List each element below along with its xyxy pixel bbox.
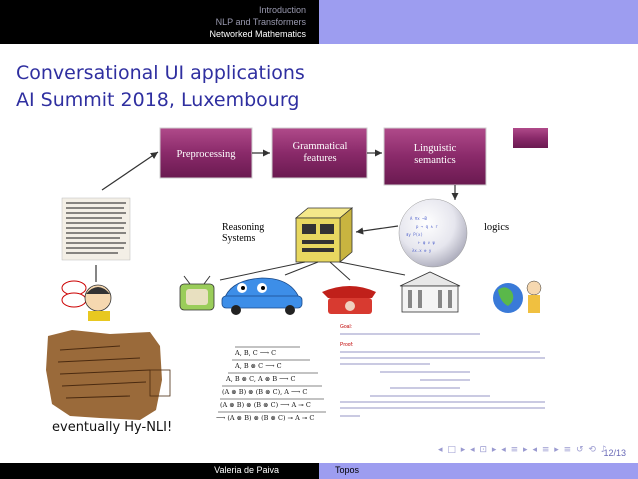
logics-sphere-icon: A ∀x ¬B p → q ∧ r ∃y P(x) ⊢ φ ∨ ψ λx.x ⊗ y	[398, 198, 468, 268]
footer-left-panel: Valeria de Paiva	[0, 463, 319, 479]
tv-icon	[179, 275, 215, 311]
svg-text:λx.x ⊗ y: λx.x ⊗ y	[412, 248, 432, 253]
footer-author: Valeria de Paiva	[214, 465, 279, 475]
logics-label: logics	[484, 222, 509, 233]
box-grammatical-features: Grammatical features	[271, 127, 368, 179]
svg-text:A ∀x ¬B: A ∀x ¬B	[410, 216, 427, 221]
svg-text:⟶ (A ⊗ B) ⊗ (B ⊗ C) ⊸ A ⊸ C: ⟶ (A ⊗ B) ⊗ (B ⊗ C) ⊸ A ⊸ C	[216, 414, 314, 422]
beamer-navigation-symbols[interactable]: ◂ □ ▸ ◂ ⊡ ▸ ◂ ≡ ▸ ◂ ≡ ▸ ≡ ↺ ⟲ ♪	[438, 445, 608, 455]
box-preprocessing-label: Preprocessing	[177, 149, 237, 160]
box-grammatical-label-1: Grammatical	[293, 141, 348, 152]
svg-text:p → q ∧ r: p → q ∧ r	[416, 224, 438, 229]
svg-text:⊢ φ ∨ ψ: ⊢ φ ∨ ψ	[418, 240, 435, 245]
nav-section-introduction[interactable]: Introduction	[258, 5, 306, 15]
svg-text:Proof:: Proof:	[340, 342, 353, 348]
arrow-document-to-preprocessing	[101, 151, 159, 191]
bank-building-icon	[399, 271, 461, 313]
reasoning-label-1: Reasoning	[222, 222, 264, 233]
decorative-box	[513, 128, 548, 148]
box-linguistic-label-1: Linguistic	[414, 143, 457, 154]
caption-hy-nli: eventually Hy-NLI!	[50, 420, 175, 435]
computer-cube-icon	[294, 207, 354, 263]
arrow-logics-to-reasoning	[355, 225, 399, 235]
box-linguistic-label-2: semantics	[414, 155, 455, 166]
reasoning-label-2: Systems	[222, 233, 255, 244]
footer-bar: Valeria de Paiva Topos	[0, 463, 638, 479]
box-linguistic-semantics: Linguistic semantics	[383, 127, 487, 186]
user-speaking-icon	[61, 280, 112, 321]
header-right-panel	[319, 0, 638, 44]
papyrus-image	[46, 330, 171, 420]
nav-section-networked-mathematics[interactable]: Networked Mathematics	[209, 29, 306, 39]
svg-text:Goal:: Goal:	[340, 324, 352, 330]
box-grammatical-label-2: features	[303, 153, 336, 164]
svg-text:∃y P(x): ∃y P(x)	[406, 232, 423, 237]
svg-text:A, B, C ⟶ C: A, B, C ⟶ C	[234, 349, 276, 357]
svg-text:A, B ⊗ C, A ⊗ B ⟶ C: A, B ⊗ C, A ⊗ B ⟶ C	[225, 375, 296, 383]
svg-text:A, B ⊗ C ⟶ C: A, B ⊗ C ⟶ C	[234, 362, 282, 370]
proof-note: Goal: Proof:	[340, 324, 545, 417]
device-connector-lines	[219, 261, 406, 281]
page-number: 12/13	[603, 448, 626, 458]
svg-text:(A ⊗ B) ⊗ (B ⊗ C), A ⟶ C: (A ⊗ B) ⊗ (B ⊗ C), A ⟶ C	[222, 388, 307, 396]
frame-title-line2: AI Summit 2018, Luxembourg	[16, 89, 300, 111]
frame-title-line1: Conversational UI applications	[16, 62, 305, 84]
header-left-panel	[0, 0, 319, 44]
footer-right-panel: Topos	[319, 463, 638, 479]
car-icon	[221, 277, 303, 315]
globe-person-icon	[493, 280, 542, 313]
svg-text:(A ⊗ B) ⊗ (B ⊗ C) ⟶ A ⊸ C: (A ⊗ B) ⊗ (B ⊗ C) ⟶ A ⊸ C	[220, 401, 311, 409]
box-preprocessing: Preprocessing	[159, 127, 253, 179]
proof-tree: A, B, C ⟶ C A, B ⊗ C ⟶ C A, B ⊗ C, A ⊗ B…	[216, 346, 326, 422]
footer-title: Topos	[335, 465, 360, 475]
nav-section-nlp-transformers[interactable]: NLP and Transformers	[215, 17, 306, 27]
frame-title: Conversational UI applications AI Summit…	[16, 60, 305, 114]
header-bar: Introduction NLP and Transformers Networ…	[0, 0, 638, 44]
telephone-icon	[322, 286, 376, 314]
document-icon	[61, 197, 131, 261]
